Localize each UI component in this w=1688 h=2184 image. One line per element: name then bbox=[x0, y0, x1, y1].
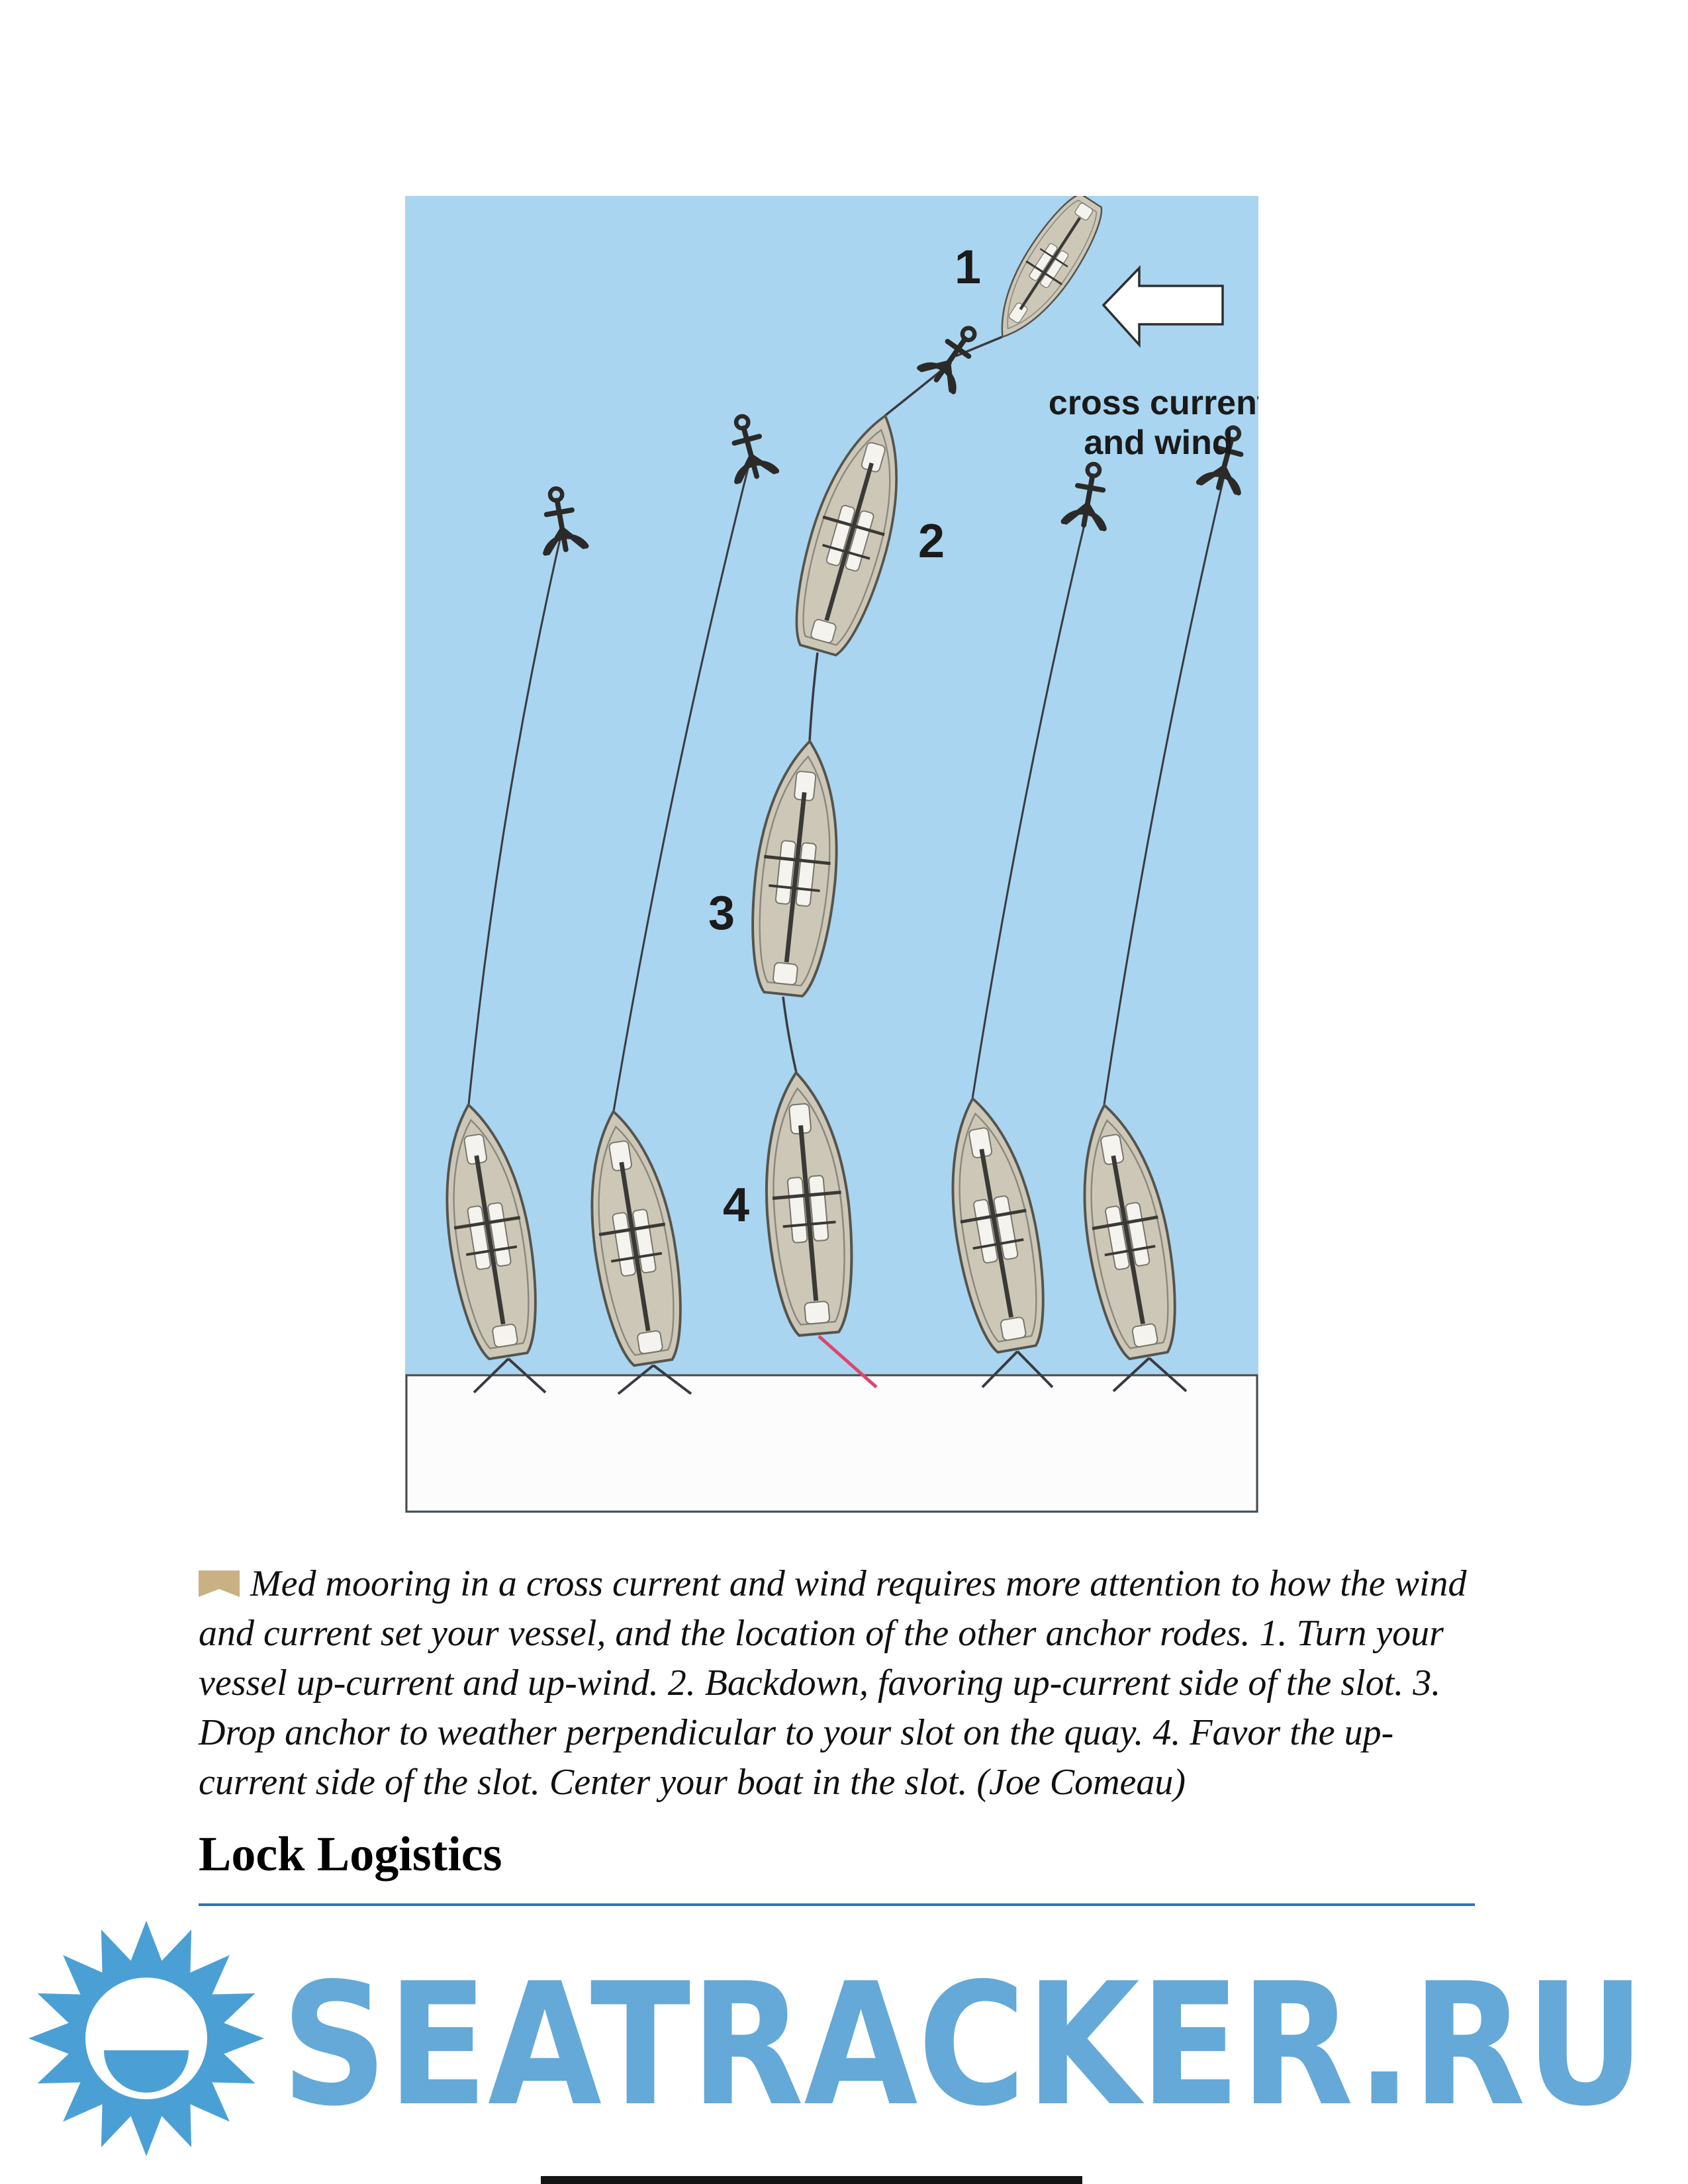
sun-logo-icon bbox=[28, 1921, 264, 2156]
rode-boat3 bbox=[808, 652, 819, 742]
step-label-3: 3 bbox=[708, 887, 735, 940]
stern-lines bbox=[473, 1350, 1188, 1395]
stern-line bbox=[473, 1357, 547, 1394]
heading-rule bbox=[199, 1903, 1475, 1906]
bottom-bar bbox=[541, 2176, 1082, 2184]
figure-med-mooring: 1 2 3 4 cross current and wind bbox=[405, 196, 1258, 1513]
step-label-1: 1 bbox=[955, 241, 981, 294]
med-mooring-diagram: 1 2 3 4 cross current and wind bbox=[405, 196, 1258, 1513]
watermark-text: SEATRACKER.RU bbox=[281, 1947, 1645, 2144]
watermark-graphic: SEATRACKER.RU bbox=[28, 1921, 1645, 2156]
anchor-rode bbox=[612, 460, 751, 1112]
step-label-2: 2 bbox=[918, 515, 945, 568]
stern-line bbox=[981, 1350, 1054, 1388]
step-label-4: 4 bbox=[723, 1179, 749, 1232]
rode-boat4 bbox=[782, 996, 798, 1073]
section-heading: Lock Logistics bbox=[199, 1827, 502, 1882]
figure-caption: Med mooring in a cross current and wind … bbox=[199, 1559, 1483, 1807]
stern-line bbox=[617, 1364, 692, 1395]
red-stern-line bbox=[818, 1335, 878, 1388]
arrow-caption-line2: and wind bbox=[1084, 424, 1233, 462]
anchor-rode bbox=[1103, 471, 1227, 1105]
anchor-rodes bbox=[467, 460, 1227, 1112]
bookmark-icon bbox=[199, 1570, 240, 1597]
quay bbox=[405, 1374, 1258, 1513]
anchor-rode bbox=[971, 508, 1090, 1099]
arrow-caption-line1: cross current bbox=[1049, 384, 1258, 422]
anchor-rode bbox=[467, 533, 563, 1105]
stern-line bbox=[1112, 1357, 1188, 1392]
watermark: SEATRACKER.RU bbox=[23, 1906, 1671, 2174]
cross-current-arrow-icon bbox=[1102, 265, 1224, 348]
figure-caption-text: Med mooring in a cross current and wind … bbox=[199, 1563, 1467, 1803]
